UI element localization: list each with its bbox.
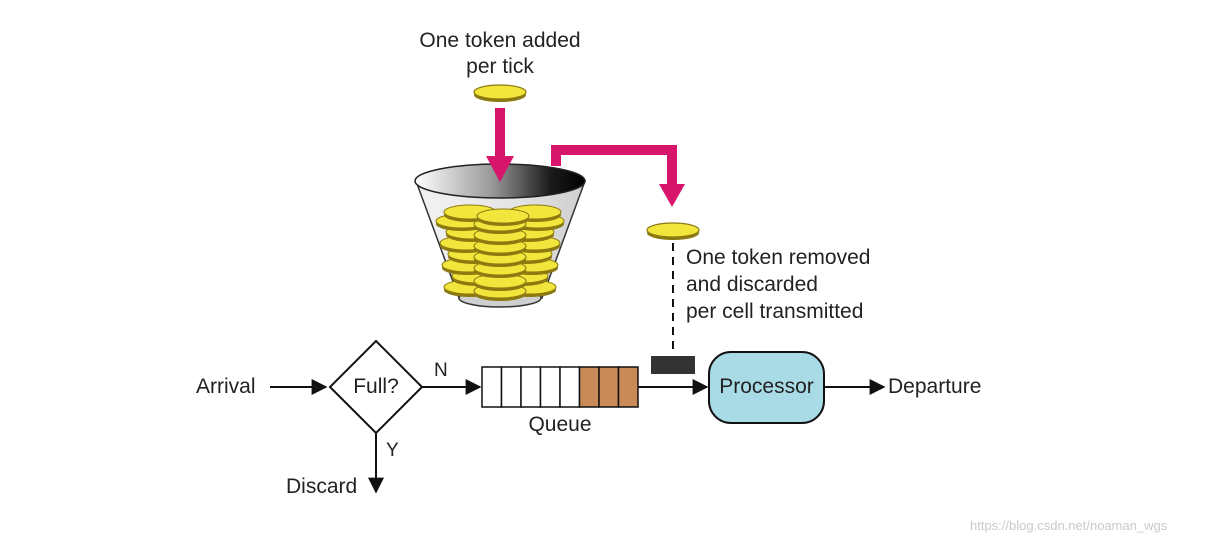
token-added-icon <box>473 84 527 102</box>
token-added-line-2: per tick <box>466 55 534 78</box>
token-added-label: One token added per tick <box>400 28 600 80</box>
token-input-arrow <box>486 108 514 182</box>
queue-slot-filled <box>598 366 620 408</box>
queue-slot-filled <box>617 366 639 408</box>
token-removed-line-2: and discarded <box>686 273 818 296</box>
token-removed-line-3: per cell transmitted <box>686 300 864 323</box>
departure-label: Departure <box>888 375 982 398</box>
processor-label: Processor <box>719 375 814 398</box>
watermark: https://blog.csdn.net/noaman_wgs <box>970 518 1168 533</box>
arrival-label: Arrival <box>196 375 256 398</box>
queue-slot-filled <box>578 366 600 408</box>
token-removed-line-1: One token removed <box>686 246 871 269</box>
bucket-token <box>476 208 530 224</box>
bucket-tokens <box>435 204 565 301</box>
queue-slot-empty <box>500 366 522 408</box>
decision-label: Full? <box>353 375 399 398</box>
queue-slot-empty <box>481 366 503 408</box>
queue-label: Queue <box>528 413 592 436</box>
yes-label: Y <box>386 440 399 461</box>
queue-slot-empty <box>520 366 542 408</box>
discard-label: Discard <box>286 475 358 498</box>
token-removed-icon <box>646 222 700 240</box>
no-label: N <box>434 360 448 381</box>
queue <box>481 366 639 408</box>
token-bucket <box>414 163 587 308</box>
cell-block <box>651 356 695 374</box>
token-removed-label: One token removed and discarded per cell… <box>686 244 870 325</box>
queue-slot-empty <box>539 366 561 408</box>
token-output-arrow <box>551 145 685 207</box>
queue-slot-empty <box>559 366 581 408</box>
token-added-line-1: One token added <box>419 29 581 52</box>
